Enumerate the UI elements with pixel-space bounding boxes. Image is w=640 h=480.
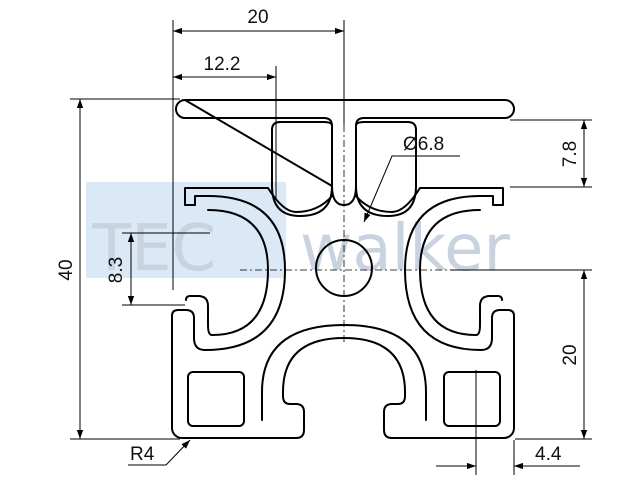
label-half-height: 20 <box>560 344 581 365</box>
watermark-brand-left: TEC <box>91 212 216 286</box>
left-pocket <box>187 371 245 427</box>
left-upper-lobe <box>271 121 333 217</box>
right-upper-lobe <box>355 121 417 217</box>
leader-radius <box>128 439 191 466</box>
right-arm <box>419 209 503 336</box>
label-top-offset: 12.2 <box>204 54 241 75</box>
label-bore-diameter: Ø6.8 <box>403 134 444 155</box>
dimension-labels: 20 12.2 Ø6.8 7.8 40 8.3 20 R4 4.4 <box>56 7 581 465</box>
label-height: 40 <box>56 259 77 280</box>
label-slot-depth: 7.8 <box>560 141 581 167</box>
dimension-lines <box>70 20 592 475</box>
left-arm <box>185 209 269 336</box>
label-slot-width: 8.3 <box>106 257 127 283</box>
top-flange <box>175 99 515 187</box>
label-top-width: 20 <box>247 7 268 28</box>
centerlines <box>240 125 450 345</box>
right-pocket <box>443 371 501 427</box>
leader-bore <box>363 155 460 223</box>
label-edge-offset: 4.4 <box>535 444 562 465</box>
label-corner-radius: R4 <box>130 444 155 465</box>
main-body <box>171 187 515 439</box>
